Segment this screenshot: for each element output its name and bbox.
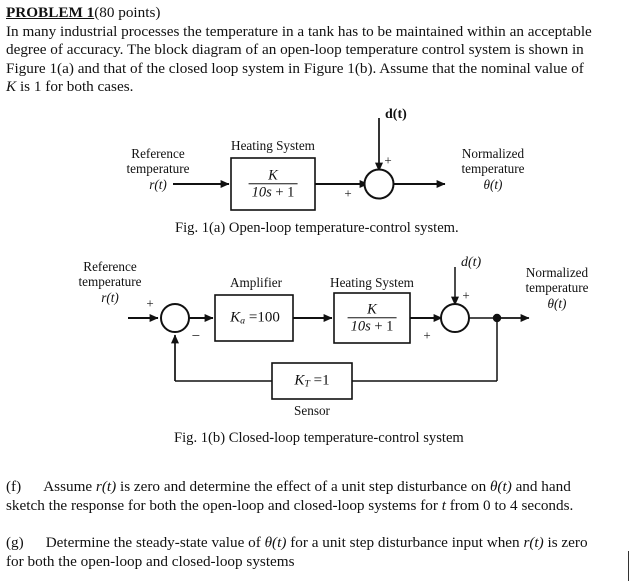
label-heating-system-title: Heating System (231, 138, 315, 153)
tf-numerator: K (268, 167, 278, 184)
out-line3: θ(t) (547, 295, 567, 311)
label-reference-temperature-input: Reference temperature r(t) (127, 146, 190, 192)
out-line2: temperature (461, 161, 525, 177)
ref-line1: Reference (83, 259, 137, 274)
ref-line2: temperature (126, 161, 190, 177)
figure-1b-closed-loop-diagram: Reference temperature r(t) + − Amplifier… (0, 255, 631, 420)
sensor-gain-symbol: K (294, 372, 305, 389)
ref-line3: r(t) (149, 176, 167, 192)
block-label-amplifier-gain: Ka =100 (230, 310, 280, 327)
label-reference-temperature-input: Reference temperature r(t) (79, 259, 142, 305)
tf-denominator: 10s + 1 (347, 317, 397, 335)
block-amplifier (214, 294, 294, 342)
tf-denominator: 10s + 1 (248, 183, 298, 201)
intro-line-3: Figure 1(a) and that of the closed loop … (6, 59, 584, 77)
label-sensor-title: Sensor (294, 403, 330, 418)
label-amplifier-title: Amplifier (229, 275, 283, 290)
label-disturbance-dt: d(t) (461, 255, 482, 270)
label-disturbance-dt: d(t) (385, 107, 407, 122)
question-f-line2b: from 0 to 4 seconds. (445, 496, 574, 514)
ref-line3: r(t) (101, 289, 119, 305)
intro-line-1: In many industrial processes the tempera… (6, 22, 592, 40)
question-f-line2a: sketch the response for both the open-lo… (6, 496, 442, 514)
sensor-gain-value: =1 (309, 372, 330, 389)
amp-gain-symbol: K (230, 309, 241, 326)
question-f-rt: r(t) (95, 478, 117, 495)
amp-gain-subscript: a (240, 315, 246, 327)
question-f: (f) Assume r(t) is zero and determine the… (6, 478, 626, 515)
problem-title: PROBLEM 1 (6, 4, 95, 21)
block-label-transfer-function: K 10s + 1 (248, 167, 298, 201)
label-heating-system-title: Heating System (330, 275, 414, 290)
out-line3: θ(t) (483, 176, 503, 192)
figure-1b-svg (128, 267, 530, 400)
out-line1: Normalized (461, 146, 525, 161)
block-label-sensor-gain: KT =1 (294, 373, 329, 390)
ref-line2: temperature (78, 274, 142, 290)
amp-gain-value: =100 (245, 309, 280, 326)
summing-junction (363, 168, 395, 200)
ref-line1: Reference (131, 146, 185, 161)
question-g-line1b: for a unit step disturbance input when (286, 534, 524, 551)
transfer-function-fraction: K 10s + 1 (248, 167, 298, 201)
sensor-gain-subscript: T (304, 378, 310, 390)
tf-den-rest: + 1 (271, 184, 295, 201)
sign-minus-error: − (191, 328, 201, 345)
tf-den-s: 10s (350, 318, 371, 335)
output-summing-junction (440, 303, 470, 333)
transfer-function-fraction: K 10s + 1 (347, 301, 397, 335)
sign-plus-error: + (146, 295, 154, 311)
question-g-line1c: is zero (543, 534, 588, 551)
intro-line-2: degree of accuracy. The block diagram of… (6, 41, 584, 59)
question-g: (g) Determine the steady-state value of θ… (6, 534, 626, 571)
figure-1a-svg (173, 118, 446, 211)
tf-den-s: 10s (251, 184, 272, 201)
question-g-rt: r(t) (523, 534, 544, 551)
tf-den-rest: + 1 (370, 318, 394, 335)
question-g-line2: for both the open-loop and closed-loop s… (6, 552, 295, 570)
label-normalized-temperature-output: Normalized temperature θ(t) (526, 265, 589, 311)
sign-plus-top: + (462, 287, 470, 303)
question-f-theta: θ(t) (489, 478, 512, 495)
sign-plus-left: + (344, 185, 352, 201)
question-f-line1a: Assume (43, 478, 96, 495)
error-summing-junction (160, 303, 190, 333)
question-g-label: (g) (6, 534, 24, 551)
caption-figure-1a: Fig. 1(a) Open-loop temperature-control … (175, 220, 459, 236)
question-f-label: (f) (6, 478, 22, 495)
question-g-theta: θ(t) (264, 534, 287, 551)
caption-figure-1b: Fig. 1(b) Closed-loop temperature-contro… (174, 430, 464, 446)
question-f-line1b: is zero and determine the effect of a un… (116, 478, 490, 495)
question-f-t: t (441, 496, 446, 514)
figure-1a-open-loop-diagram: Reference temperature r(t) Heating Syste… (0, 105, 631, 235)
block-label-transfer-function: K 10s + 1 (347, 301, 397, 335)
intro-symbol-k: K (6, 78, 17, 96)
label-normalized-temperature-output: Normalized temperature θ(t) (462, 146, 525, 192)
question-g-line1a: Determine the steady-state value of (45, 534, 265, 551)
sign-plus-left: + (423, 327, 431, 343)
problem-points: (80 points) (94, 4, 161, 21)
problem-statement: PROBLEM 1(80 points) In many industrial … (6, 4, 626, 97)
page-edge-artifact (628, 551, 629, 581)
out-line2: temperature (525, 280, 589, 296)
out-line1: Normalized (525, 265, 589, 280)
intro-line-4: is 1 for both cases. (16, 78, 134, 96)
sign-plus-top: + (384, 152, 392, 168)
tf-numerator: K (367, 301, 377, 318)
question-f-line1c: and hand (511, 478, 571, 495)
